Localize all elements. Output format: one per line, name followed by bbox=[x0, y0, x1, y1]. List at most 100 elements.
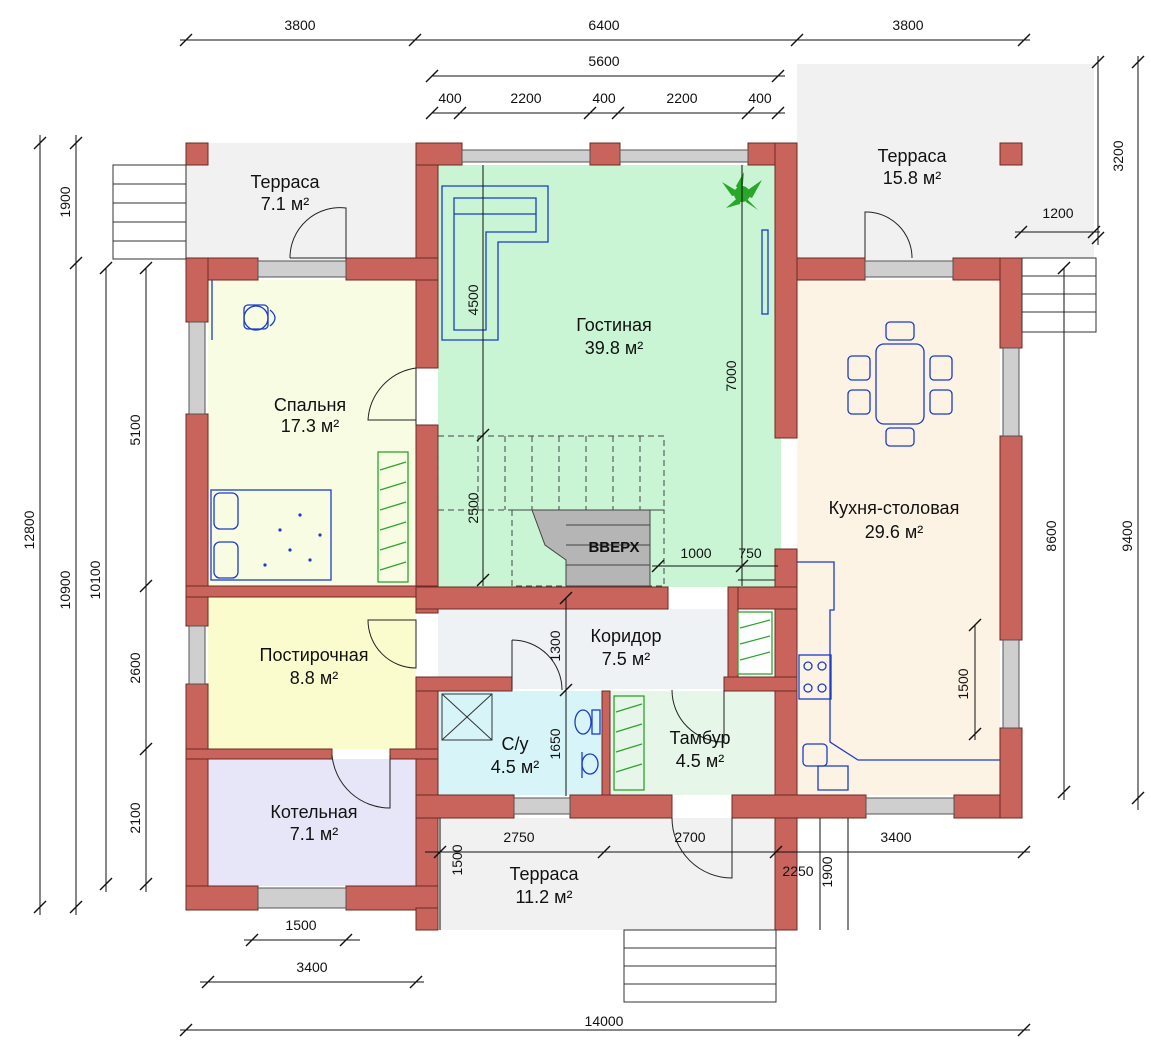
staircase: ВВЕРХ bbox=[437, 435, 665, 587]
dim-left-10900: 10900 bbox=[57, 570, 73, 609]
dim-right-9400: 9400 bbox=[1119, 520, 1135, 551]
wall bbox=[601, 690, 611, 796]
door-wc bbox=[511, 639, 563, 691]
boiler-floor bbox=[208, 759, 416, 886]
dim-bottom-2750: 2750 bbox=[503, 829, 534, 845]
dim-boiler-1500: 1500 bbox=[285, 917, 316, 933]
dim-inner-top: 5600 bbox=[588, 53, 619, 69]
wall bbox=[569, 794, 673, 819]
floor-fills bbox=[186, 64, 1094, 930]
room-area-wc: 4.5 м² bbox=[491, 757, 539, 777]
door-terrace-ne bbox=[864, 211, 913, 259]
wall bbox=[345, 885, 439, 911]
desk-chair-icon bbox=[211, 280, 276, 340]
wall bbox=[999, 727, 1023, 819]
room-area-laundry: 8.8 м² bbox=[290, 668, 338, 688]
room-area-terrace-s: 11.2 м² bbox=[515, 887, 572, 907]
kitchen-floor bbox=[797, 280, 1000, 795]
dim-right-1200: 1200 bbox=[1042, 205, 1073, 221]
bed-icon bbox=[210, 489, 332, 581]
door-laundry bbox=[367, 619, 417, 669]
room-name-vestibule: Тамбур bbox=[669, 728, 730, 748]
room-name-kitchen: Кухня-столовая bbox=[829, 498, 960, 518]
room-area-vestibule: 4.5 м² bbox=[676, 751, 724, 771]
stairs-label: ВВЕРХ bbox=[588, 539, 639, 556]
dim-left-2100: 2100 bbox=[127, 802, 143, 833]
dim-total-14000: 14000 bbox=[585, 1013, 624, 1029]
shelving-vestibule-icon bbox=[613, 695, 645, 791]
outdoor-steps bbox=[112, 164, 1097, 1003]
dimension-labels: 3800 6400 3800 5600 400 2200 400 2200 40… bbox=[21, 17, 1135, 1029]
room-labels: Терраса 7.1 м² Терраса 15.8 м² Гостиная … bbox=[250, 146, 959, 907]
window bbox=[1002, 347, 1020, 437]
room-area-bedroom: 17.3 м² bbox=[281, 416, 339, 436]
laundry-floor bbox=[208, 597, 416, 749]
shelving-bedroom-icon bbox=[377, 451, 409, 583]
window bbox=[257, 260, 347, 278]
room-area-kitchen: 29.6 м² bbox=[865, 522, 923, 542]
dim-400-b: 400 bbox=[592, 90, 616, 106]
room-name-laundry: Постирочная bbox=[260, 645, 369, 665]
windows bbox=[188, 149, 1020, 909]
sofa-icon bbox=[441, 185, 549, 341]
wall bbox=[185, 683, 209, 911]
shower-icon bbox=[441, 693, 493, 741]
room-area-terrace-ne: 15.8 м² bbox=[883, 168, 941, 188]
dim-living-7000: 7000 bbox=[723, 360, 739, 391]
room-name-terrace-s: Терраса bbox=[509, 864, 579, 884]
dim-right-8600: 8600 bbox=[1043, 520, 1059, 551]
dim-boiler-3400: 3400 bbox=[296, 959, 327, 975]
wall bbox=[415, 794, 515, 819]
room-name-wc: С/у bbox=[502, 734, 529, 754]
window bbox=[865, 797, 955, 815]
room-name-corridor: Коридор bbox=[590, 626, 661, 646]
dim-2200-a: 2200 bbox=[510, 90, 541, 106]
tv-icon bbox=[761, 229, 769, 315]
wall bbox=[185, 257, 209, 323]
door-boiler bbox=[331, 754, 391, 809]
window bbox=[1002, 639, 1020, 729]
dim-top-left: 3800 bbox=[284, 17, 315, 33]
dim-bottom-2250: 2250 bbox=[782, 863, 813, 879]
wall bbox=[415, 424, 439, 614]
window bbox=[188, 321, 206, 415]
terrace-s-floor bbox=[438, 818, 796, 930]
dining-table-icon bbox=[847, 321, 953, 447]
wall bbox=[415, 142, 463, 166]
dim-400-c: 400 bbox=[748, 90, 772, 106]
room-name-bedroom: Спальня bbox=[274, 395, 346, 415]
bedroom-floor bbox=[208, 280, 416, 586]
steps-ne bbox=[1021, 257, 1097, 333]
dim-bottom-2700: 2700 bbox=[674, 829, 705, 845]
room-area-living: 39.8 м² bbox=[585, 338, 643, 358]
dim-left-12800: 12800 bbox=[21, 510, 37, 549]
dim-kitchen-1500: 1500 bbox=[955, 668, 971, 699]
room-area-corridor: 7.5 м² bbox=[602, 649, 650, 669]
dim-top-mid: 6400 bbox=[588, 17, 619, 33]
wall bbox=[796, 257, 866, 281]
dim-living-4500: 4500 bbox=[465, 284, 481, 315]
dim-2200-b: 2200 bbox=[666, 90, 697, 106]
window bbox=[257, 887, 347, 909]
wall bbox=[727, 586, 739, 692]
kitchen-counter-icon bbox=[797, 561, 1000, 791]
terrace-ne-floor bbox=[797, 64, 1094, 261]
walls bbox=[185, 142, 1023, 931]
dim-bottom-1900: 1900 bbox=[819, 856, 835, 887]
stair-lower-flight bbox=[531, 509, 651, 587]
wall bbox=[774, 142, 798, 439]
dim-left-2600: 2600 bbox=[127, 652, 143, 683]
steps-nw bbox=[112, 164, 187, 260]
wall bbox=[999, 257, 1023, 349]
dim-left-5100: 5100 bbox=[127, 414, 143, 445]
wall bbox=[589, 142, 621, 166]
dim-right-3200: 3200 bbox=[1110, 140, 1126, 171]
room-name-terrace-nw: Терраса bbox=[250, 172, 320, 192]
room-name-boiler: Котельная bbox=[270, 802, 357, 822]
terrace-post bbox=[999, 142, 1023, 166]
dim-stair-1000: 1000 bbox=[680, 545, 711, 561]
window bbox=[461, 149, 591, 163]
dimension-ticks bbox=[33, 33, 1145, 1037]
wall bbox=[415, 142, 439, 369]
room-area-boiler: 7.1 м² bbox=[290, 824, 338, 844]
